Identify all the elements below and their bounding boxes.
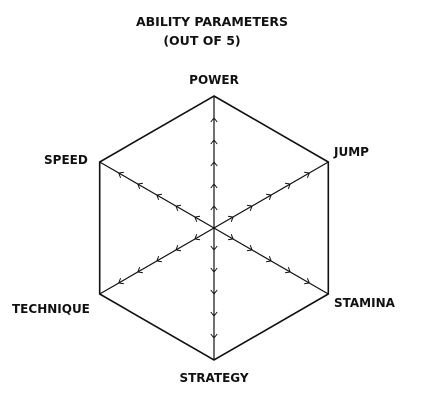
tick-jump-4 <box>285 182 291 189</box>
tick-technique-4 <box>137 267 143 274</box>
tick-stamina-5 <box>304 278 310 285</box>
tick-strategy-1 <box>210 245 218 251</box>
tick-strategy-2 <box>210 267 218 273</box>
tick-speed-3 <box>156 193 162 200</box>
tick-jump-1 <box>227 215 234 222</box>
tick-power-2 <box>210 183 218 189</box>
tick-stamina-3 <box>266 256 272 263</box>
tick-speed-4 <box>137 182 143 189</box>
tick-power-5 <box>210 117 218 123</box>
tick-stamina-1 <box>227 234 234 241</box>
axis-label-stamina: STAMINA <box>334 296 396 310</box>
tick-technique-2 <box>175 245 182 252</box>
axis-label-jump: JUMP <box>333 145 369 159</box>
radar-spokes <box>99 96 329 360</box>
tick-strategy-3 <box>210 289 218 295</box>
tick-stamina-2 <box>246 245 253 252</box>
tick-jump-3 <box>266 193 272 200</box>
axis-label-technique: TECHNIQUE <box>12 302 90 316</box>
axis-label-speed: SPEED <box>44 153 88 167</box>
tick-speed-2 <box>175 204 182 211</box>
tick-power-1 <box>210 205 218 211</box>
tick-stamina-4 <box>285 267 291 274</box>
tick-technique-5 <box>118 278 124 285</box>
axis-label-power: POWER <box>189 73 239 87</box>
tick-power-3 <box>210 161 218 167</box>
axis-label-strategy: STRATEGY <box>179 371 248 385</box>
chart-subtitle: (OUT OF 5) <box>163 33 240 48</box>
chart-title: ABILITY PARAMETERS <box>136 14 288 29</box>
tick-technique-1 <box>194 234 201 241</box>
tick-strategy-5 <box>210 333 218 339</box>
radar-ticks <box>118 117 310 339</box>
tick-strategy-4 <box>210 311 218 317</box>
tick-speed-5 <box>118 171 124 178</box>
tick-power-4 <box>210 139 218 145</box>
tick-speed-1 <box>194 215 201 222</box>
tick-technique-3 <box>156 256 162 263</box>
tick-jump-5 <box>304 171 310 178</box>
tick-jump-2 <box>246 204 253 211</box>
